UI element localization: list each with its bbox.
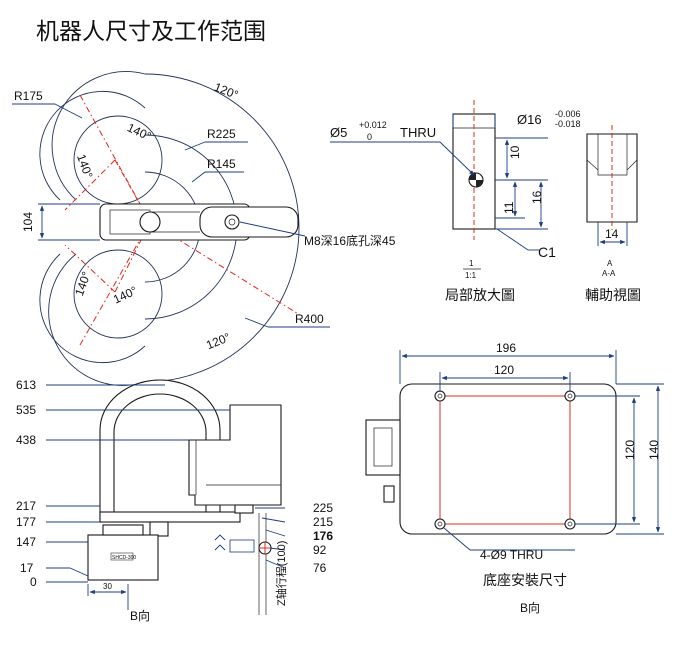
shaft-dia-label: Ø16	[517, 112, 542, 127]
nameplate-label: SHCD-300	[112, 555, 136, 561]
base-view-label: B向	[520, 600, 540, 615]
detail-view: Ø5 +0.012 0 THRU Ø16 -0.006 -0.018 10 16…	[330, 100, 581, 303]
side-dim-535: 535	[16, 403, 36, 417]
robot-arch	[99, 379, 221, 521]
aux-caption: 輔助視圖	[585, 287, 641, 303]
side-dim-176: 176	[313, 529, 333, 543]
chamfer-label: C1	[538, 244, 556, 260]
side-dim-17: 17	[20, 561, 34, 575]
side-dim-613: 613	[16, 378, 36, 392]
shaft-tol-lower: -0.018	[555, 119, 581, 129]
side-dim-217: 217	[16, 499, 36, 513]
angle-label-top-120: 120°	[212, 80, 240, 102]
top-width-dim: 104	[21, 212, 35, 232]
detail-dim-10: 10	[508, 145, 522, 159]
lower-lobe-arc	[48, 253, 146, 386]
shaft-detail-body	[452, 113, 496, 230]
aux-marker: A	[607, 259, 613, 268]
side-dim-438: 438	[16, 433, 36, 447]
lower-inner-circle	[73, 249, 163, 339]
radius-label-r400: R400	[295, 312, 324, 326]
upper-lobe-arc	[51, 71, 146, 201]
side-left-dims: 613 535 438 217 177 147 17 0	[16, 378, 230, 589]
mount-holes	[434, 390, 576, 530]
base-width-196: 196	[496, 341, 516, 355]
z-stroke-label: Z轴行程(100)	[274, 541, 288, 606]
radius-label-r175: R175	[14, 89, 43, 103]
base-hole-spacing-y: 120	[623, 440, 637, 460]
hole-tol-lower: 0	[367, 132, 372, 142]
aux-width-dim: 14	[605, 227, 619, 241]
hole-tol-upper: +0.012	[359, 120, 387, 130]
base-hole-note: 4-Ø9 THRU	[480, 548, 543, 562]
detail-scale-den: 1:1	[465, 271, 477, 280]
base-plate	[399, 383, 617, 535]
radius-label-r225: R225	[207, 127, 236, 141]
angle-label-bottom-120: 120°	[204, 330, 232, 352]
aux-view: 14 A A-A 輔助視圖	[585, 125, 641, 303]
side-view: SHCD-300 613 535 438 217 177 147 17	[16, 378, 333, 623]
reach-arc-r400	[144, 73, 300, 383]
top-view: 104 R175 R225 R145 R400 120° 140° 140° 1…	[12, 71, 396, 386]
page-title: 机器人尺寸及工作范围	[36, 19, 266, 45]
side-dim-92: 92	[313, 543, 327, 557]
detail-dim-11: 11	[502, 201, 516, 214]
base-height-140: 140	[647, 440, 661, 460]
base-view: 196 120 120 140 4-Ø9 THRU 底座安裝尺寸 B向	[365, 341, 664, 615]
radius-label-r145: R145	[207, 157, 236, 171]
angle-label-lower-b: 140°	[111, 283, 140, 306]
side-dim-215: 215	[313, 515, 333, 529]
robot-head	[188, 404, 282, 506]
aux-marker-note: A-A	[602, 269, 616, 278]
base-connector	[365, 419, 401, 476]
arm-forearm	[199, 206, 299, 238]
shaft-tol-upper: -0.006	[555, 109, 581, 119]
hole-dia-label: Ø5	[330, 125, 347, 140]
tap-hole-note: M8深16底孔深45	[304, 233, 396, 248]
side-dim-225: 225	[313, 501, 333, 515]
detail-scale-num: 1	[469, 259, 474, 268]
hole-thru-label: THRU	[400, 125, 436, 140]
side-dim-76: 76	[313, 561, 327, 575]
base-hole-spacing-x: 120	[494, 363, 514, 377]
robot-arm-bar	[99, 511, 241, 523]
side-view-label: B向	[130, 608, 150, 623]
base-caption: 底座安裝尺寸	[483, 572, 567, 588]
angle-label-lower-a: 140°	[72, 269, 94, 297]
side-dim-30: 30	[103, 582, 112, 591]
side-right-dims: 225 215 176 92 76	[255, 501, 333, 575]
angle-label-upper-a: 140°	[125, 120, 154, 143]
side-dim-0: 0	[30, 575, 37, 589]
detail-dim-16: 16	[530, 190, 544, 204]
detail-caption: 局部放大圖	[445, 287, 515, 303]
side-dim-177: 177	[16, 515, 36, 529]
side-dim-147: 147	[16, 535, 36, 549]
